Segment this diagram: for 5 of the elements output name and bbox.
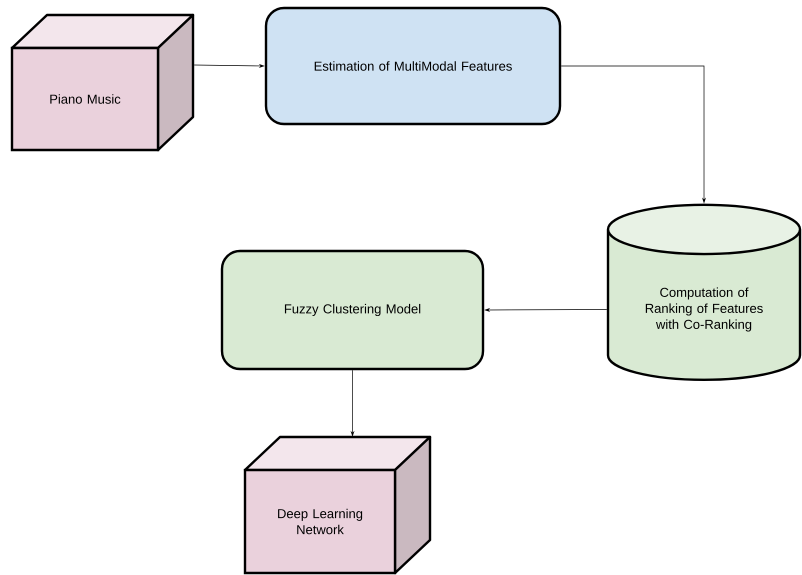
cube-box: Deep Learning Network xyxy=(244,436,432,574)
process-box: Fuzzy Clustering Model xyxy=(220,250,484,370)
database-cylinder: Computation of Ranking of Features with Co-Ranking xyxy=(606,204,802,382)
process-box: Estimation of MultiModal Features xyxy=(264,6,562,126)
cube-box: Piano Music xyxy=(10,14,194,152)
